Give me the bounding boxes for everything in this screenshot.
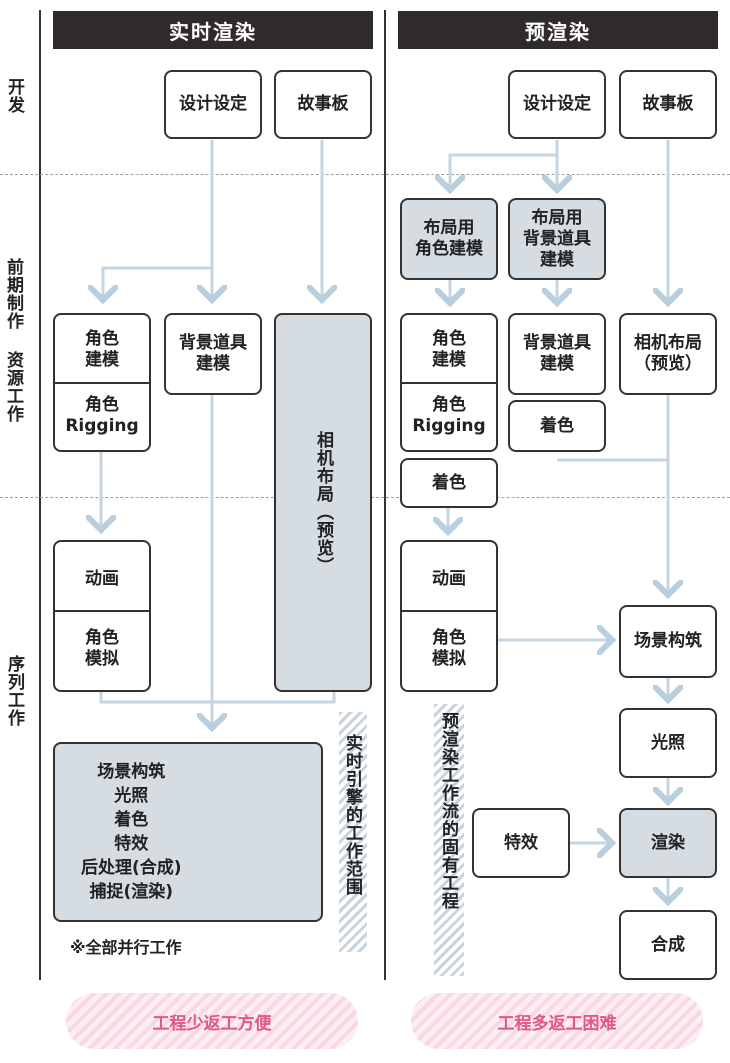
pr-render-label: 渲染 (651, 832, 685, 853)
rt-design-box: 设计设定 (164, 70, 262, 139)
pr-layout-char-model-label: 布局用 角色建模 (415, 218, 483, 259)
rt-animation-label: 动画 (85, 568, 119, 589)
rt-combined-item: 后处理(合成) (81, 858, 182, 878)
rt-combined-item: 光照 (114, 786, 149, 806)
phase-preproduction-label: 前期制作 资源工作 (3, 258, 23, 423)
pr-layout-bg-model-box: 布局用 背景道具 建模 (508, 198, 606, 280)
phase-development-label: 开发 (4, 78, 24, 114)
rt-bg-model-box: 背景道具 建模 (164, 313, 262, 395)
pr-animation-label: 动画 (432, 568, 466, 589)
rt-design-label: 设计设定 (179, 94, 247, 114)
rt-combined-item: 着色 (114, 810, 149, 830)
rt-char-sim-label: 角色 模拟 (85, 628, 119, 669)
pr-char-rigging-label: 角色 Rigging (412, 395, 486, 436)
rt-animation-separator (55, 610, 149, 612)
pr-scene-build-label: 场景构筑 (634, 631, 702, 651)
pr-bg-model-label: 背景道具 建模 (523, 333, 591, 374)
left-divider-line (39, 10, 41, 980)
rt-char-model-label: 角色 建模 (85, 329, 119, 370)
phase-divider-1 (0, 174, 730, 175)
rt-char-separator (55, 382, 149, 384)
rt-character-box: 角色 建模 角色 Rigging (53, 313, 151, 452)
pr-animation-separator (402, 610, 496, 612)
rt-combined-list: 场景构筑 光照 着色 特效 后处理(合成) 捕捉(渲染) (81, 760, 182, 904)
rt-combined-item: 捕捉(渲染) (89, 882, 174, 902)
pr-footer-label: 工程多返工困难 (497, 1013, 617, 1034)
pr-char-shading-box: 着色 (400, 458, 498, 508)
pr-fx-label: 特效 (504, 832, 538, 853)
pr-composite-label: 合成 (651, 934, 685, 955)
pr-fx-box: 特效 (472, 808, 570, 878)
pr-camera-layout-box: 相机布局 （预览） (619, 313, 717, 395)
pr-bg-model-box: 背景道具 建模 (508, 313, 606, 395)
phase-sequence-label: 序列工作 (4, 655, 24, 727)
pr-workflow-note-bar (434, 704, 464, 976)
rt-char-rigging-label: 角色 Rigging (65, 395, 139, 436)
pr-lighting-label: 光照 (651, 732, 685, 753)
pr-char-separator (402, 382, 496, 384)
rt-engine-scope-bar (339, 712, 367, 952)
pr-composite-box: 合成 (619, 910, 717, 980)
pr-design-label: 设计设定 (523, 94, 591, 114)
pr-layout-bg-model-label: 布局用 背景道具 建模 (523, 207, 591, 270)
pr-char-sim-label: 角色 模拟 (432, 628, 466, 669)
rt-engine-scope-label: 实时引擎的工作范围 (342, 734, 362, 896)
realtime-header: 实时渲染 (53, 11, 373, 49)
pr-bg-shading-label: 着色 (540, 415, 574, 436)
pr-bg-shading-box: 着色 (508, 400, 606, 452)
rt-camera-layout-box: 相机布局（预览） (274, 313, 372, 692)
pr-footer-pill: 工程多返工困难 (411, 993, 703, 1049)
prerender-header: 预渲染 (398, 11, 718, 49)
pr-render-box: 渲染 (619, 808, 717, 878)
pr-lighting-box: 光照 (619, 708, 717, 778)
center-divider-line (384, 10, 386, 980)
rt-bg-model-label: 背景道具 建模 (179, 333, 247, 374)
pr-animation-box: 动画 角色 模拟 (400, 540, 498, 692)
pr-character-box: 角色 建模 角色 Rigging (400, 313, 498, 452)
pr-design-box: 设计设定 (508, 70, 606, 139)
rt-parallel-note: ※全部并行工作 (70, 938, 182, 957)
rt-storyboard-box: 故事板 (274, 70, 372, 139)
pr-scene-build-box: 场景构筑 (619, 605, 717, 678)
rt-animation-box: 动画 角色 模拟 (53, 540, 151, 692)
rt-footer-pill: 工程少返工方便 (66, 993, 358, 1049)
rt-combined-item: 特效 (114, 834, 149, 854)
pr-storyboard-box: 故事板 (619, 70, 717, 139)
pr-layout-char-model-box: 布局用 角色建模 (400, 198, 498, 280)
rt-camera-layout-label: 相机布局（预览） (313, 430, 333, 575)
rt-storyboard-label: 故事板 (297, 94, 349, 114)
pr-workflow-note-label: 预渲染工作流的固有工程 (438, 712, 458, 910)
pr-camera-layout-label: 相机布局 （预览） (634, 333, 702, 374)
pr-char-model-label: 角色 建模 (432, 329, 466, 370)
rt-footer-label: 工程少返工方便 (152, 1013, 272, 1034)
pr-storyboard-label: 故事板 (642, 94, 694, 114)
rt-combined-box: 场景构筑 光照 着色 特效 后处理(合成) 捕捉(渲染) (53, 742, 323, 922)
pr-char-shading-label: 着色 (432, 472, 466, 493)
rt-combined-item: 场景构筑 (97, 762, 166, 782)
